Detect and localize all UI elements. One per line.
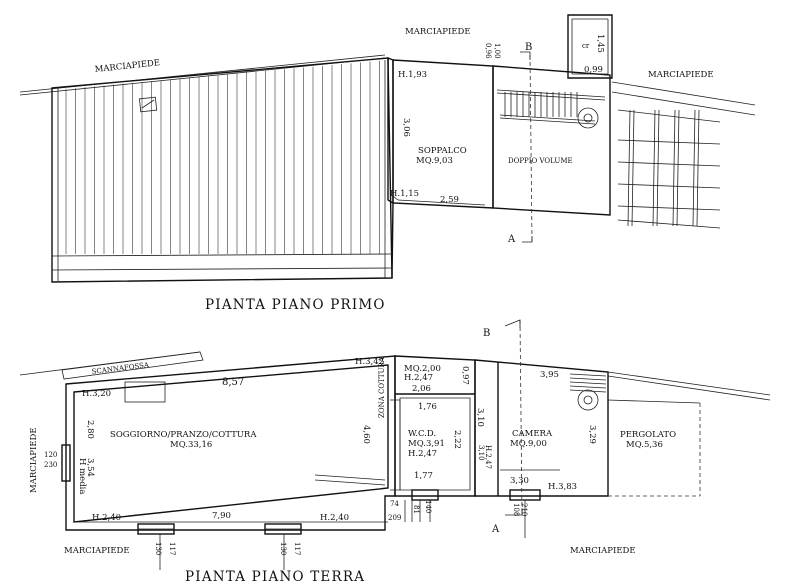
zona-cottura-label: ZONA COTTURA <box>378 356 386 418</box>
wc-door <box>411 489 439 501</box>
skylight-icon <box>138 96 158 113</box>
win-130-a: 130 <box>154 542 162 555</box>
dim-120: 120 <box>44 451 57 459</box>
dim-3-29: 3,29 <box>587 425 597 444</box>
win-117-a: 117 <box>168 542 176 555</box>
dim-81: 81 <box>412 505 420 514</box>
h-1-93: H.1,93 <box>398 70 427 80</box>
pergola-beams <box>617 109 721 227</box>
dim-3-54: 3,54 <box>85 458 95 477</box>
h-media: H media <box>77 458 87 494</box>
dim-3-95: 3,95 <box>540 370 559 380</box>
dim-108: 108 <box>512 503 520 516</box>
dim-1-00: 1,00 <box>493 43 501 59</box>
camera-door <box>509 489 541 501</box>
section-mark-a-top: A <box>507 234 516 245</box>
doppio-volume-label: DOPPIO VOLUME <box>508 157 573 165</box>
staircase-ground <box>569 373 607 393</box>
ground-floor-plan: SCANNAFOSSA <box>19 319 771 585</box>
section-line-ground <box>519 319 523 516</box>
h-2-40-right: H.2,40 <box>320 513 349 523</box>
scannafossa-label: SCANNAFOSSA <box>91 361 150 376</box>
dim-1-45: 1,45 <box>595 34 605 53</box>
spiral-stair-icon-ground <box>577 389 599 411</box>
win-117-b: 117 <box>293 542 301 555</box>
street-line-right <box>607 371 771 396</box>
h-3-20: H.3,20 <box>82 389 111 399</box>
dim-0-96: 0,96 <box>484 43 492 59</box>
dim-7-90: 7,90 <box>212 511 231 521</box>
dim-209: 209 <box>388 514 401 522</box>
dim-2-80: 2,80 <box>85 420 95 439</box>
living-area: MQ.33,16 <box>170 440 212 450</box>
title-first-floor: PIANTA PIANO PRIMO <box>205 297 386 313</box>
h-1-15: H.1,15 <box>390 189 419 199</box>
roof-outline <box>51 57 393 283</box>
staircase <box>504 92 578 117</box>
h-2-47-small: H.2,47 <box>484 445 492 469</box>
street-label-top-left: MARCIAPIEDE <box>94 58 160 75</box>
h-3-42: H.3,42 <box>355 357 384 367</box>
street-label-top-right: MARCIAPIEDE <box>648 70 714 80</box>
cr-label: cr <box>582 42 590 50</box>
street-label-left: MARCIAPIEDE <box>29 427 39 493</box>
dim-3-30: 3,30 <box>510 476 529 486</box>
dim-8-57: 8,57 <box>222 377 244 388</box>
cr-room <box>567 14 613 79</box>
storage-h: H.2,47 <box>404 373 433 383</box>
scannafossa-strip <box>61 351 204 380</box>
dim-3-06: 3,06 <box>401 118 411 137</box>
camera-area: MQ.9,00 <box>510 439 547 449</box>
wc-h: H.2,47 <box>408 449 437 459</box>
dim-210: 210 <box>520 503 528 516</box>
wc-name: W.C.D. <box>408 429 436 439</box>
street-line-top-right <box>611 81 756 106</box>
section-mark-b-top: B <box>525 42 532 53</box>
living-name: SOGGIORNO/PRANZO/COTTURA <box>110 430 257 440</box>
section-mark-a-bottom: A <box>491 524 500 535</box>
roof-tiles-hatch <box>65 60 380 254</box>
dim-230: 230 <box>44 461 57 469</box>
first-floor-plan: MARCIAPIEDE <box>19 14 756 313</box>
pergolato-name: PERGOLATO <box>620 430 676 440</box>
dim-2-59: 2,59 <box>440 195 459 205</box>
dim-3-10-small: 3,10 <box>477 445 485 461</box>
title-ground-floor: PIANTA PIANO TERRA <box>185 569 365 585</box>
street-label-bottom-left: MARCIAPIEDE <box>64 546 130 556</box>
soppalco-area: MQ.9,03 <box>416 156 453 166</box>
wc-area: MQ.3,91 <box>408 439 445 449</box>
spiral-stair-icon <box>577 107 599 129</box>
street-label-top-mid: MARCIAPIEDE <box>405 27 471 37</box>
soppalco-name: SOPPALCO <box>418 146 467 156</box>
window-left <box>61 444 71 482</box>
gutter-line <box>51 253 393 257</box>
dim-1-76: 1,76 <box>418 402 437 412</box>
dim-4-60: 4,60 <box>361 425 371 444</box>
street-label-bottom-right: MARCIAPIEDE <box>570 546 636 556</box>
dim-2-06: 2,06 <box>412 384 431 394</box>
storage-area: MQ.2,00 <box>404 364 441 374</box>
h-2-40-left: H.2,40 <box>92 513 121 523</box>
pergolato-area: MQ.5,36 <box>626 440 663 450</box>
section-mark-b-bottom: B <box>483 328 490 339</box>
dim-140: 140 <box>424 500 432 513</box>
h-3-83: H.3,83 <box>548 482 577 492</box>
camera-name: CAMERA <box>512 429 553 439</box>
doppio-volume-room <box>492 65 611 216</box>
dim-74: 74 <box>390 500 399 508</box>
win-130-b: 130 <box>279 542 287 555</box>
dim-0-97: 0,97 <box>460 366 470 385</box>
dim-2-22: 2,22 <box>452 430 462 449</box>
section-line-top <box>529 54 533 243</box>
dim-0-99: 0,99 <box>584 65 603 75</box>
dim-1-77: 1,77 <box>414 471 433 481</box>
dim-3-10: 3,10 <box>475 408 485 427</box>
